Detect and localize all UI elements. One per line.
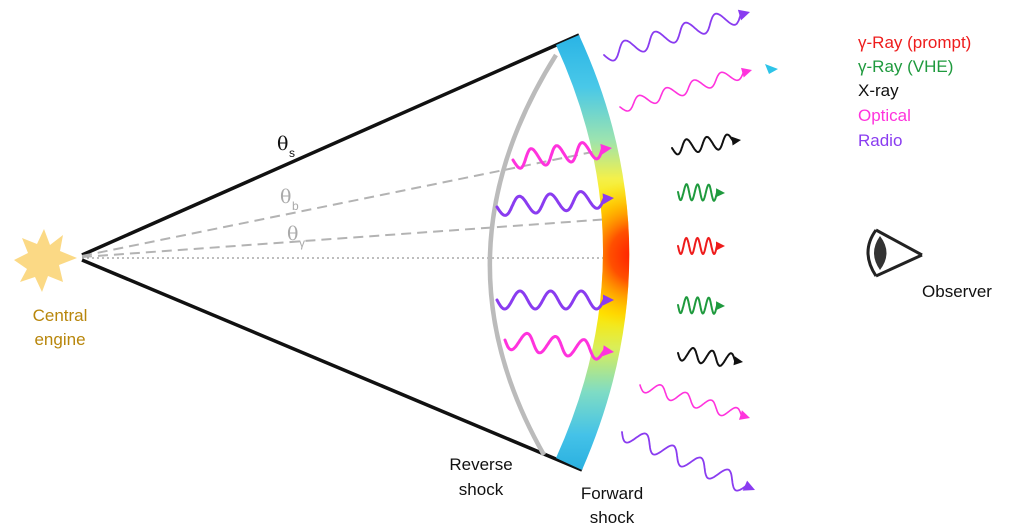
- forward-shock-label-line2: shock: [590, 508, 635, 527]
- radio-wave-inner-upper: [495, 190, 614, 217]
- legend: γ-Ray (prompt) γ-Ray (VHE) X-ray Optical…: [858, 33, 971, 150]
- theta-gamma-line: [81, 218, 611, 258]
- radio-wave-outer-bottom: [621, 431, 755, 492]
- legend-item-prompt: γ-Ray (prompt): [858, 33, 971, 52]
- theta-gamma-label: θ γ: [287, 223, 305, 250]
- cone-upper-edge: [81, 33, 580, 257]
- reverse-shock-label-line1: Reverse: [449, 455, 512, 474]
- xray-wave-upper: [671, 133, 741, 156]
- theta-s-symbol: θ: [277, 133, 288, 155]
- theta-b-line: [81, 147, 613, 257]
- shell-hot-spot: [556, 150, 630, 360]
- central-engine-label-line2: engine: [34, 330, 85, 349]
- forward-shock-shell: [556, 35, 630, 470]
- vhe-wave-lower: [677, 296, 725, 315]
- emission-waves: [495, 9, 755, 492]
- theta-b-subscript: b: [292, 199, 299, 213]
- vhe-wave-upper: [677, 183, 725, 202]
- cyan-marker: [765, 64, 778, 74]
- starburst-icon: [14, 229, 77, 292]
- radio-wave-inner-lower: [495, 289, 614, 311]
- reverse-shock-label-line2: shock: [459, 480, 504, 499]
- optical-wave-inner-lower: [503, 331, 614, 361]
- eye-icon: [866, 228, 923, 278]
- theta-gamma-symbol: θ: [287, 223, 298, 245]
- theta-s-label: θ s: [277, 133, 295, 160]
- reverse-shock-arc: [487, 53, 558, 457]
- optical-wave-outer-bottom: [639, 383, 750, 420]
- theta-gamma-subscript: γ: [299, 236, 305, 250]
- legend-item-vhe: γ-Ray (VHE): [858, 57, 953, 76]
- theta-b-label: θ b: [280, 186, 299, 213]
- radio-wave-outer-top: [603, 9, 750, 62]
- xray-wave-lower: [677, 347, 743, 367]
- optical-wave-outer-top: [619, 67, 752, 112]
- legend-item-xray: X-ray: [858, 81, 899, 100]
- prompt-wave: [677, 236, 725, 256]
- legend-item-optical: Optical: [858, 106, 911, 125]
- central-engine-label-line1: Central: [33, 306, 88, 325]
- observer-label: Observer: [922, 282, 992, 301]
- theta-b-symbol: θ: [280, 186, 291, 208]
- optical-wave-inner-upper: [511, 141, 612, 170]
- legend-item-radio: Radio: [858, 131, 902, 150]
- forward-shock-label-line1: Forward: [581, 484, 643, 503]
- cone-lower-edge: [81, 258, 583, 472]
- theta-s-subscript: s: [289, 146, 295, 160]
